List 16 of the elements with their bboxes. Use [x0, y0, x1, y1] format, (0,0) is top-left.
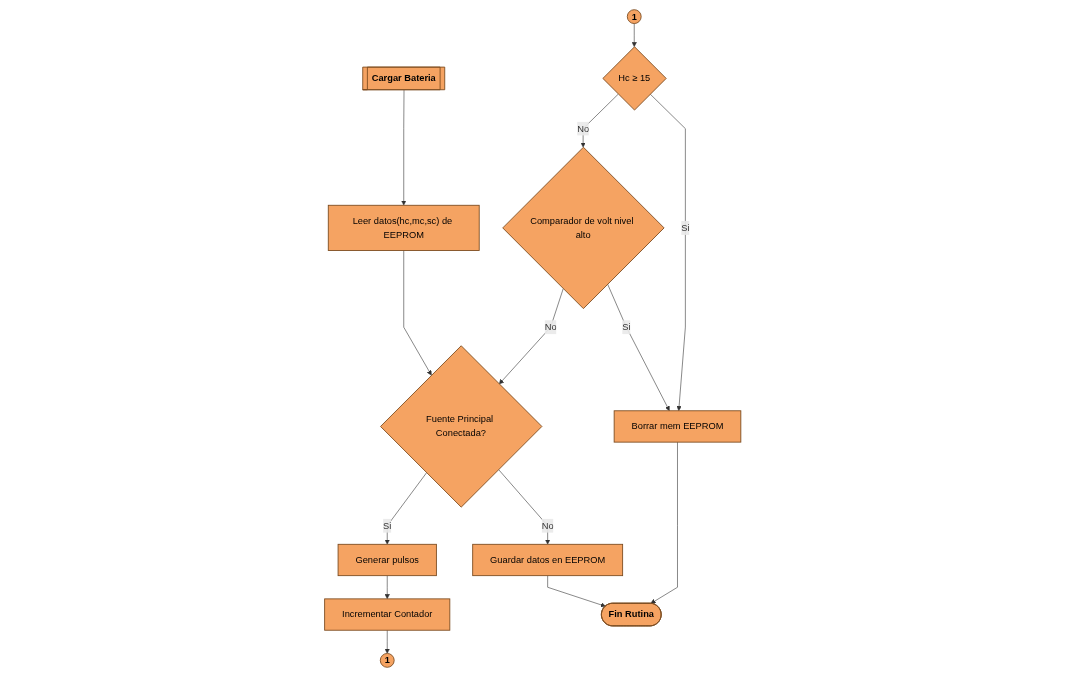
node-box: Leer datos(hc,mc,sc) de EEPROM — [327, 204, 480, 251]
node-diamond: Fuente Principal Conectada? — [379, 345, 543, 508]
node-diamond: Comparador de volt nivel alto — [502, 146, 665, 310]
node-box: Borrar mem EEPROM — [613, 410, 742, 443]
node-circle: 1 — [626, 9, 642, 24]
edge-label: Si — [382, 520, 392, 531]
edge-label: Si — [621, 321, 631, 332]
edge-label: No — [576, 123, 589, 134]
node-box: Generar pulsos — [337, 543, 437, 577]
node-diamond: Hc ≥ 15 — [602, 46, 667, 111]
node-box: Guardar datos en EEPROM — [472, 543, 623, 577]
edge-label: No — [541, 520, 554, 531]
edge-label: No — [544, 321, 557, 332]
node-box: Incrementar Contador — [323, 598, 450, 631]
node-circle: 1 — [379, 653, 395, 668]
edge-label: Si — [680, 222, 690, 233]
